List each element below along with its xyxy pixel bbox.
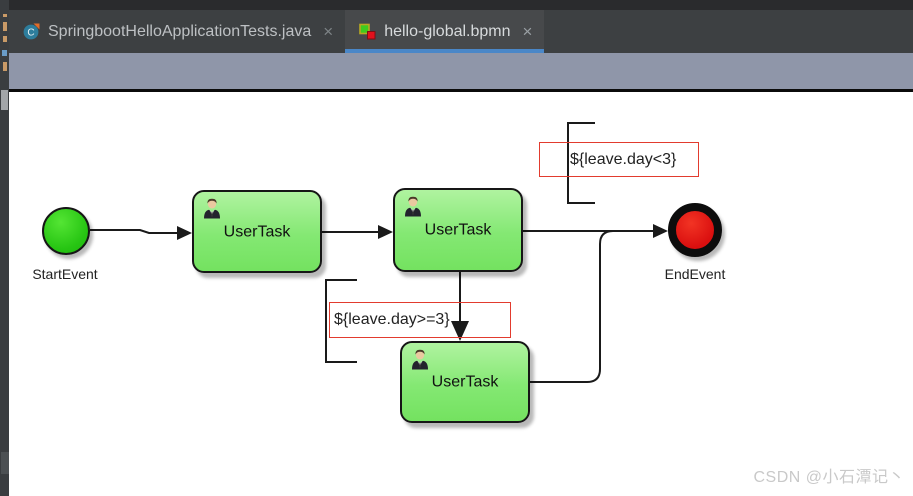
end-event-label: EndEvent [664,266,726,282]
task-label: UserTask [424,221,492,239]
user-icon [204,198,220,219]
stripe-mark [1,452,9,474]
editor-tab-bar: C SpringbootHelloApplicationTests.java ×… [9,10,913,53]
tab-label: SpringbootHelloApplicationTests.java [48,22,312,40]
stripe-mark [3,14,7,17]
stripe-mark [1,90,8,110]
user-task-1[interactable]: UserTask [192,190,322,273]
start-event-node[interactable] [42,207,90,255]
watermark: CSDN @小石潭记丶 [753,469,905,486]
condition-expression-1[interactable]: ${leave.day<3} [539,142,699,177]
tab-springboot-tests[interactable]: C SpringbootHelloApplicationTests.java × [9,10,345,53]
end-event-node[interactable] [668,203,722,257]
stripe-mark [2,50,7,56]
user-icon [412,349,428,370]
start-event-label: StartEvent [32,266,98,282]
stripe-mark [3,22,7,31]
task-label: UserTask [223,223,291,241]
editor-toolbar [9,53,913,92]
close-icon[interactable]: × [323,22,334,41]
stripe-mark [3,36,7,42]
user-task-3[interactable]: UserTask [400,341,530,423]
left-toolwindow-stripe[interactable] [0,0,9,496]
bpmn-file-icon [359,23,376,40]
sequence-flows [90,122,668,383]
close-icon[interactable]: × [522,22,533,41]
window-top-strip [9,0,913,10]
bpmn-canvas[interactable]: StartEvent UserTask UserTask [9,92,913,496]
user-icon [405,196,421,217]
svg-text:C: C [27,28,34,39]
condition-expression-2[interactable]: ${leave.day>=3} [329,302,511,338]
task-label: UserTask [431,373,499,391]
user-task-2[interactable]: UserTask [393,188,523,272]
tab-hello-global-bpmn[interactable]: hello-global.bpmn × [345,10,545,53]
stripe-mark [3,62,7,71]
tab-label: hello-global.bpmn [384,22,511,40]
java-test-class-icon: C [23,23,40,40]
